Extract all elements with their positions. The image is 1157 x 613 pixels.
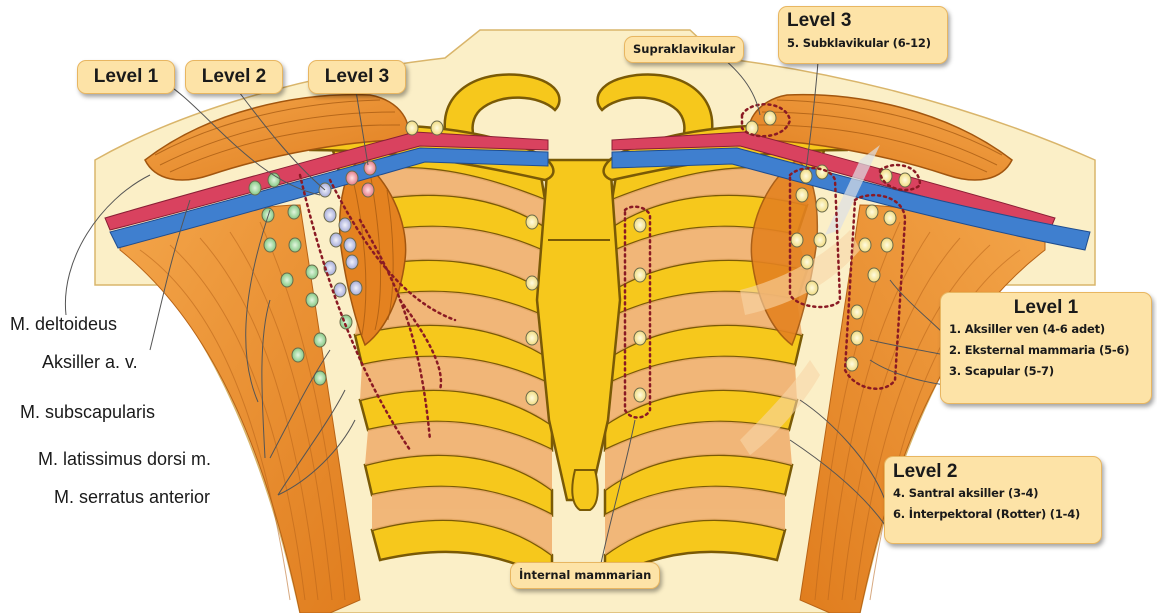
label-latissimus-dorsi: M. latissimus dorsi m. [38,449,211,470]
label-serratus-anterior: M. serratus anterior [54,487,210,508]
supraclavicular-tag: Supraklavikular [624,36,744,63]
right-level1-item-2: 2. Eksternal mammaria (5-6) [949,340,1143,361]
left-level3-tag: Level 3 [308,60,406,94]
right-level3-title: Level 3 [787,10,939,32]
left-level2-tag: Level 2 [185,60,283,94]
xiphoid [572,470,597,510]
right-level1-title: Level 1 [949,297,1143,319]
left-level1-tag: Level 1 [77,60,175,94]
right-level3-box: Level 3 5. Subklavikular (6-12) [778,6,948,64]
right-level1-box: Level 1 1. Aksiller ven (4-6 adet) 2. Ek… [940,292,1152,404]
label-deltoideus: M. deltoideus [10,314,117,335]
right-level2-item-4: 4. Santral aksiller (3-4) [893,483,1093,504]
right-level2-box: Level 2 4. Santral aksiller (3-4) 6. İnt… [884,456,1102,544]
label-subscapularis: M. subscapularis [20,402,155,423]
right-level2-item-6: 6. İnterpektoral (Rotter) (1-4) [893,504,1093,525]
right-level1-item-3: 3. Scapular (5-7) [949,361,1143,382]
right-level2-title: Level 2 [893,461,1093,483]
right-level1-item-1: 1. Aksiller ven (4-6 adet) [949,319,1143,340]
right-level3-item-subclavicular: 5. Subklavikular (6-12) [787,32,939,54]
label-axillary-artery-vein: Aksiller a. v. [42,352,138,373]
internal-mammarian-tag: İnternal mammarian [510,562,660,589]
